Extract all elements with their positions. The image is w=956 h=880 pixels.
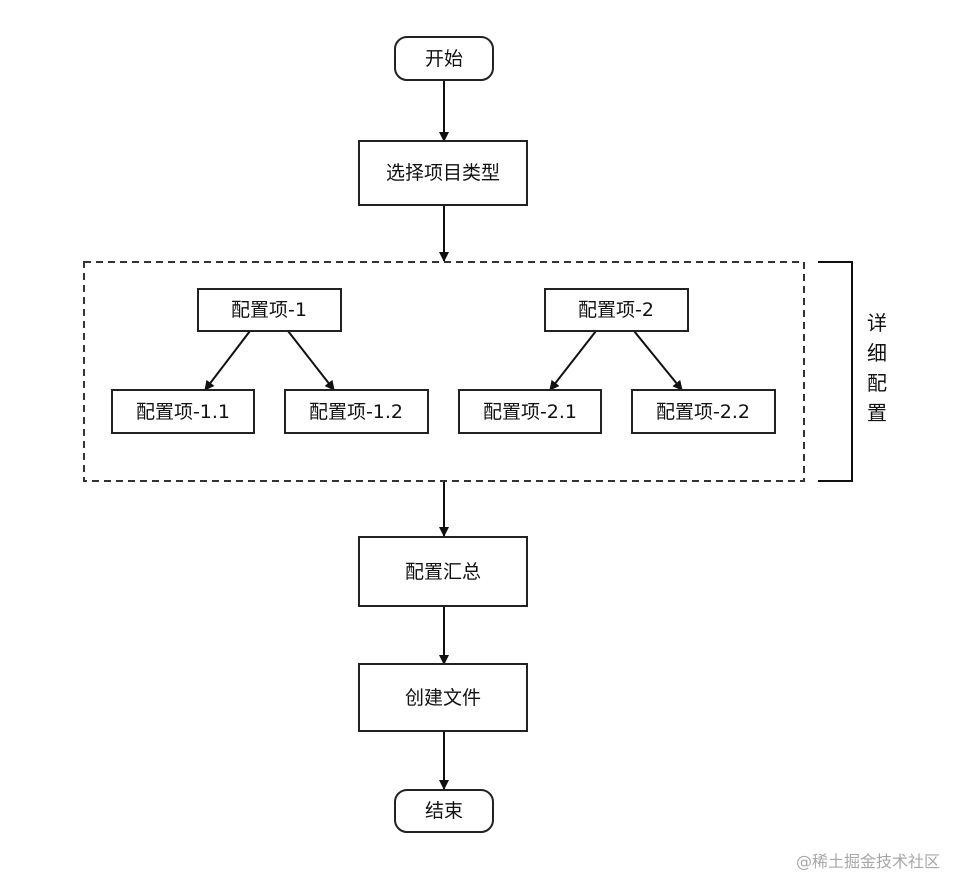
create-file-label: 创建文件 — [405, 687, 481, 709]
config-item-1-node — [197, 288, 342, 332]
detail-config-label-char-4: 置 — [867, 401, 887, 425]
watermark-text: @稀土掘金技术社区 — [795, 852, 940, 871]
detail-config-group — [83, 261, 805, 482]
end-node — [394, 789, 494, 833]
config-item-2-1-label: 配置项-2.1 — [483, 401, 577, 423]
config-item-1-1-node — [111, 389, 255, 434]
config-summary-label: 配置汇总 — [405, 561, 481, 583]
config-item-1-2-label: 配置项-1.2 — [309, 401, 403, 423]
edge-config1-to-config11 — [204, 330, 251, 391]
config-summary-node — [358, 536, 528, 607]
start-node — [394, 36, 494, 81]
start-node-label: 开始 — [425, 48, 463, 70]
edge-config2-to-config21 — [549, 330, 597, 391]
detail-config-bracket — [818, 261, 853, 482]
config-item-2-2-label: 配置项-2.2 — [656, 401, 750, 423]
create-file-node — [358, 663, 528, 732]
edge-config1-to-config12 — [287, 330, 335, 391]
config-item-2-node — [544, 288, 689, 332]
detail-config-label-char-1: 详 — [867, 311, 887, 335]
select-project-type-node — [358, 140, 528, 206]
select-project-type-label: 选择项目类型 — [386, 162, 500, 184]
end-node-label: 结束 — [425, 800, 463, 822]
detail-config-label-char-3: 配 — [867, 371, 887, 395]
config-item-2-1-node — [458, 389, 602, 434]
config-item-1-label: 配置项-1 — [231, 299, 307, 321]
detail-config-label-char-2: 细 — [867, 341, 887, 365]
config-item-1-2-node — [284, 389, 429, 434]
edge-config2-to-config22 — [633, 330, 683, 391]
config-item-2-label: 配置项-2 — [578, 299, 654, 321]
config-item-1-1-label: 配置项-1.1 — [136, 401, 230, 423]
config-item-2-2-node — [631, 389, 776, 434]
